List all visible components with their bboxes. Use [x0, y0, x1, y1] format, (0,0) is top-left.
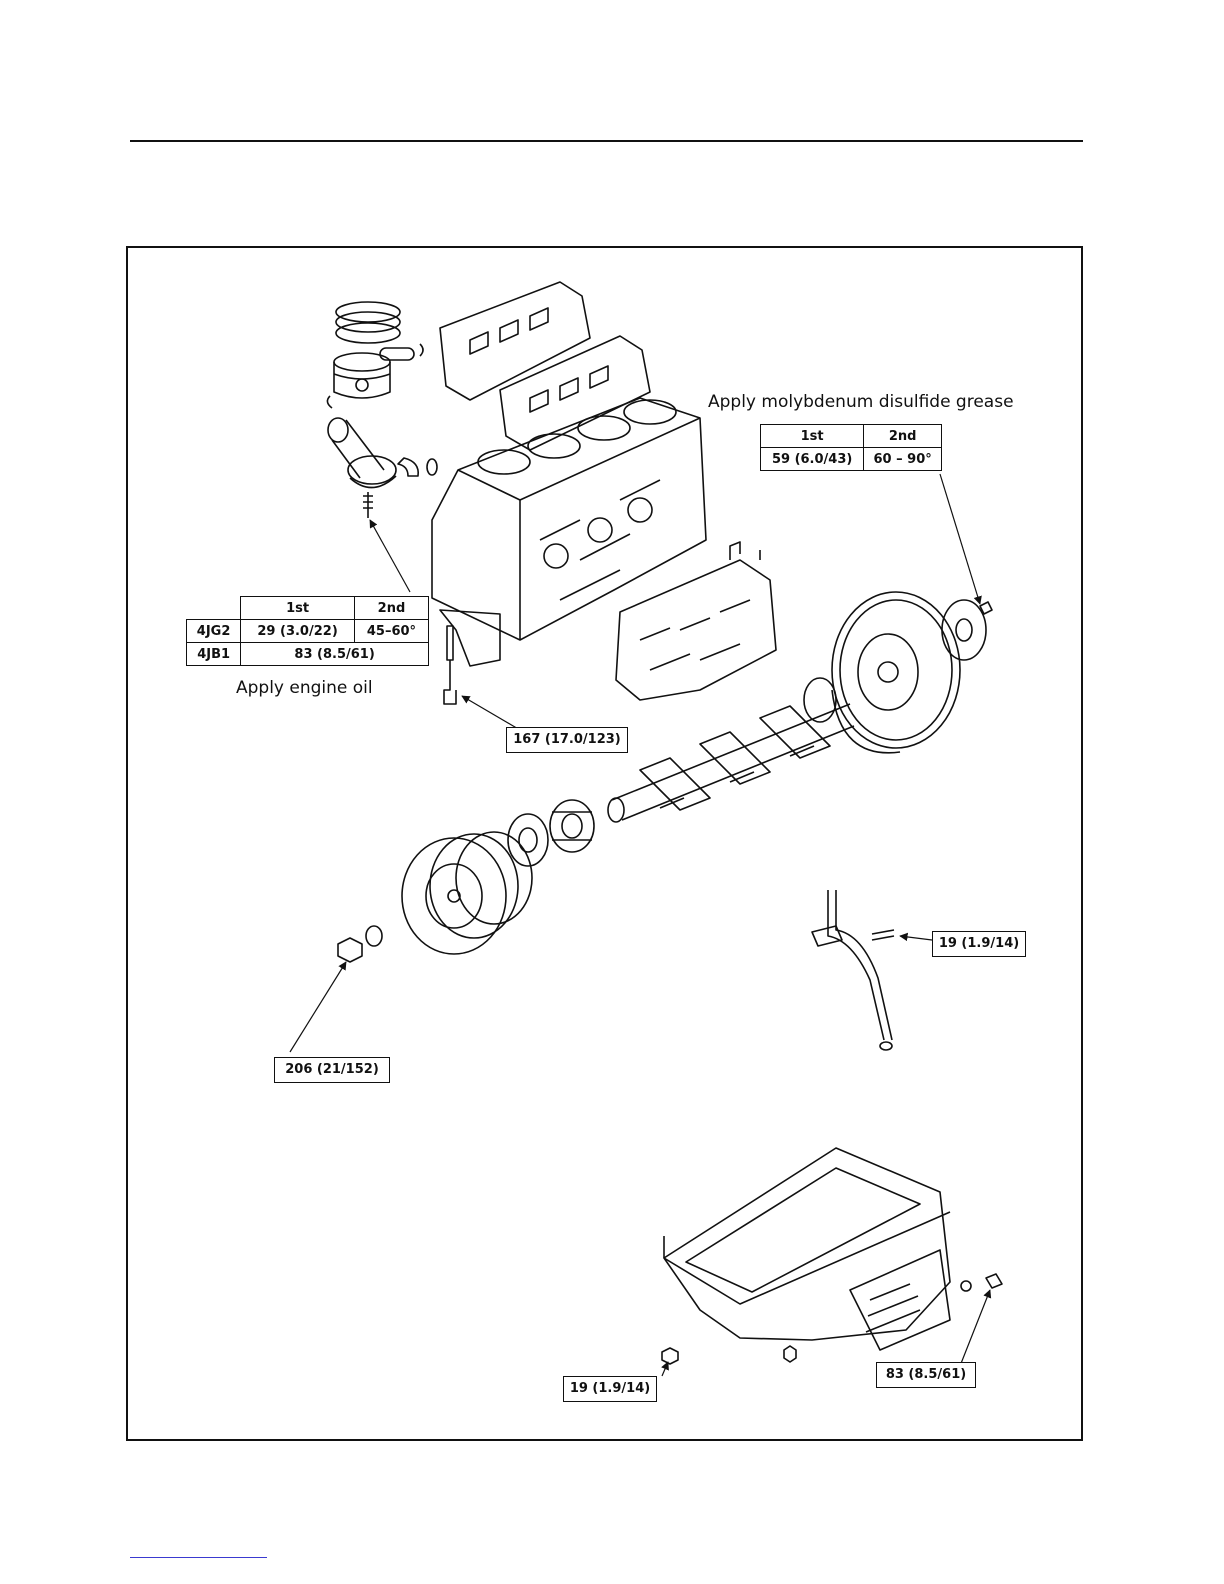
pulley-bolt-illustration — [338, 926, 382, 962]
oil-pipe-illustration — [812, 890, 894, 1050]
head-gasket-illustration — [440, 282, 650, 450]
main-bearing-bolt-illustration — [444, 626, 456, 704]
drain-plug-torque-label: 83 (8.5/61) — [876, 1362, 976, 1388]
cylinder-block-illustration — [432, 398, 706, 666]
conrod-4jb1-value: 83 (8.5/61) — [241, 643, 429, 666]
piston-rings-illustration — [336, 302, 400, 343]
oil-pan-illustration — [662, 1148, 1002, 1364]
footer-link-rule — [130, 1557, 267, 1558]
engine-label-4jg2: 4JG2 — [187, 620, 241, 643]
flywheel-torque-table: 1st 2nd 59 (6.0/43) 60 – 90° — [760, 424, 942, 471]
conrod-header-2nd: 2nd — [354, 597, 428, 620]
flywheel-illustration — [832, 592, 992, 753]
conrod-corner-cell — [187, 597, 241, 620]
bearing-cap-illustration — [616, 542, 776, 700]
crank-gear-illustration — [550, 800, 594, 852]
engine-label-4jb1: 4JB1 — [187, 643, 241, 666]
flywheel-header-1st: 1st — [761, 425, 864, 448]
oil-pipe-torque-label: 19 (1.9/14) — [932, 931, 1026, 957]
oil-pan-torque-label: 19 (1.9/14) — [563, 1376, 657, 1402]
oil-note: Apply engine oil — [236, 678, 373, 698]
connecting-rod-illustration — [328, 418, 437, 518]
grease-note: Apply molybdenum disulfide grease — [708, 392, 1014, 412]
flywheel-header-2nd: 2nd — [864, 425, 942, 448]
piston-illustration — [327, 344, 423, 408]
conrod-4jg2-1st: 29 (3.0/22) — [241, 620, 355, 643]
pulley-torque-label: 206 (21/152) — [274, 1057, 390, 1083]
flywheel-value-2nd: 60 – 90° — [864, 448, 942, 471]
main-bearing-torque-label: 167 (17.0/123) — [506, 727, 628, 753]
crank-pulley-illustration — [402, 832, 532, 954]
conrod-torque-table: 1st 2nd 4JG2 29 (3.0/22) 45–60° 4JB1 83 … — [186, 596, 429, 666]
conrod-header-1st: 1st — [241, 597, 355, 620]
flywheel-value-1st: 59 (6.0/43) — [761, 448, 864, 471]
conrod-4jg2-2nd: 45–60° — [354, 620, 428, 643]
